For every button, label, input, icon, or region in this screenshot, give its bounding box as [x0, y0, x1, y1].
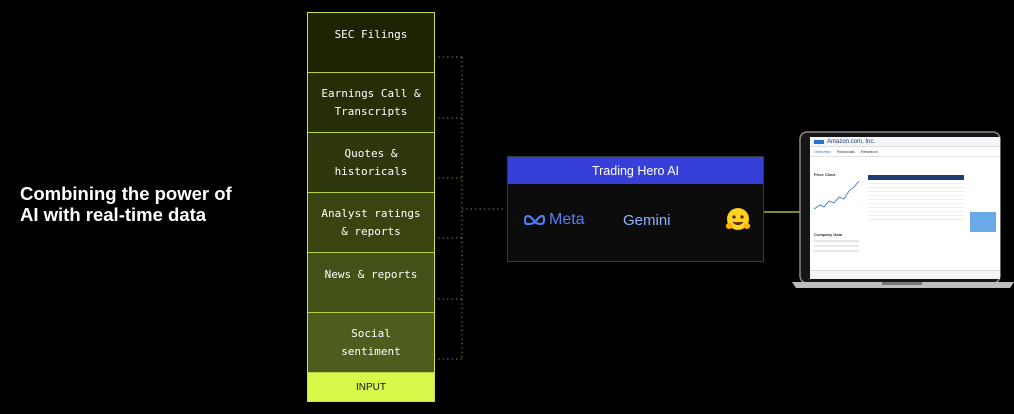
screen-data-table	[868, 175, 964, 220]
input-analyst-ratings: Analyst ratings & reports	[308, 193, 434, 253]
input-stack: SEC Filings Earnings Call & Transcripts …	[307, 12, 435, 402]
screen-tab-financials: Financials	[836, 149, 855, 154]
trading-hero-ai-box: Trading Hero AI Meta Gemini	[507, 156, 764, 262]
meta-logo-text: Meta	[549, 211, 585, 228]
input-news: News & reports	[308, 253, 434, 313]
tagline-line-1: Combining the power of	[20, 183, 232, 204]
tagline-line-2: AI with real-time data	[20, 204, 207, 225]
meta-infinity-icon	[524, 214, 546, 226]
screen-company-data-label: Company Data	[814, 232, 843, 237]
screen-tab-overview: Overview	[814, 149, 831, 154]
input-social-sentiment: Social sentiment	[308, 313, 434, 373]
screen-price-chart-label: Price Chart	[814, 172, 836, 177]
screen-price-chart	[813, 180, 860, 210]
input-sec-filings: SEC Filings	[308, 13, 434, 73]
laptop-screen: Amazon.com, Inc. Overview Financials Res…	[810, 137, 1000, 279]
hugging-face-logo	[724, 206, 752, 239]
gemini-logo: Gemini	[623, 212, 671, 229]
ai-title: Trading Hero AI	[508, 157, 763, 184]
screen-tab-research: Research	[860, 149, 878, 154]
tagline: Combining the power of AI with real-time…	[20, 183, 232, 225]
meta-logo: Meta	[524, 211, 585, 229]
screen-site-title: Amazon.com, Inc.	[827, 138, 876, 145]
input-earnings-call: Earnings Call & Transcripts	[308, 73, 434, 133]
input-quotes: Quotes & historicals	[308, 133, 434, 193]
input-label: INPUT	[308, 373, 434, 401]
